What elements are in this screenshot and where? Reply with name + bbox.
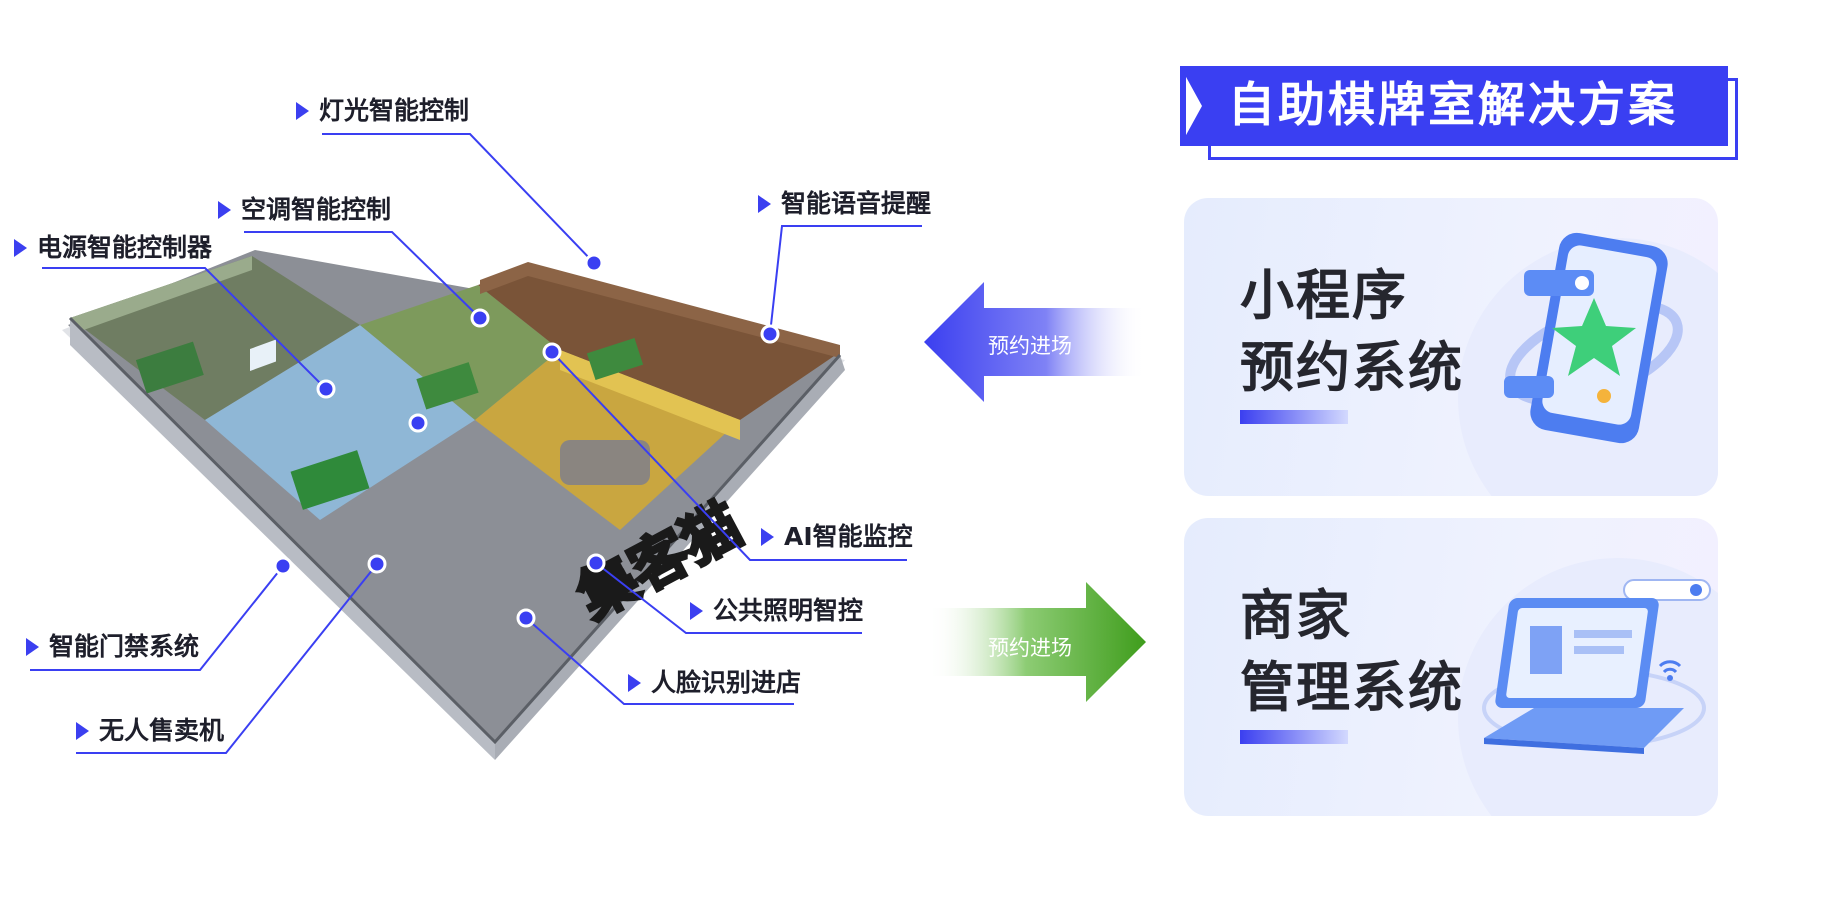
line-power: [42, 267, 327, 390]
arrow-left-label: 预约进场: [988, 334, 1072, 358]
table-green-1: [290, 450, 370, 510]
marker-ai: [542, 342, 562, 362]
room-brown-wall: [480, 262, 840, 358]
room-left-wall: [70, 256, 252, 332]
table-green-3: [416, 362, 479, 410]
table-green-2: [135, 341, 204, 394]
line-ac: [244, 231, 481, 319]
glass-front-right: [495, 355, 845, 760]
pointer-icon: [26, 638, 39, 656]
pointer-icon: [218, 201, 231, 219]
pointer-icon: [690, 602, 703, 620]
title-banner: 自助棋牌室解决方案: [1180, 66, 1740, 162]
callout-lighting: 灯光智能控制: [296, 98, 469, 123]
callout-public-light: 公共照明智控: [690, 598, 863, 623]
marker-extra: [408, 413, 428, 433]
pointer-icon: [758, 195, 771, 213]
phone-icon: [1504, 232, 1683, 444]
card-merchant-title: 商家 管理系统: [1240, 584, 1464, 719]
page-title: 自助棋牌室解决方案: [1228, 78, 1678, 133]
line-face: [525, 617, 794, 705]
line-vending: [76, 563, 378, 754]
line-lighting: [322, 133, 595, 264]
marker-ac: [470, 308, 490, 328]
callout-face: 人脸识别进店: [628, 670, 801, 695]
line-ai: [551, 351, 907, 561]
markers: [273, 253, 780, 628]
line-door: [30, 565, 284, 671]
arrow-left: [924, 282, 1146, 402]
arrow-right-label: 预约进场: [988, 636, 1072, 660]
callout-ac: 空调智能控制: [218, 197, 391, 222]
line-public-light: [595, 562, 862, 634]
marker-door: [273, 556, 293, 576]
table-green-4: [586, 337, 644, 381]
callout-voice: 智能语音提醒: [758, 191, 931, 216]
room-brown: [478, 268, 840, 420]
room-green: [360, 285, 560, 420]
card-accent-bar: [1240, 730, 1348, 744]
callout-power: 电源智能控制器: [14, 235, 212, 260]
marker-face: [516, 608, 536, 628]
sofa: [560, 440, 650, 485]
marker-vending: [367, 554, 387, 574]
callout-ai: AI智能监控: [761, 524, 913, 549]
title-bar: [1180, 66, 1728, 146]
glass-front-left: [70, 318, 495, 760]
pointer-icon: [761, 528, 774, 546]
laptop-icon: [1482, 579, 1711, 754]
pointer-icon: [14, 239, 27, 257]
marker-lighting: [584, 253, 604, 273]
card-accent-bar: [1240, 410, 1348, 424]
marker-public-light: [586, 553, 606, 573]
card-mini-program-title: 小程序 预约系统: [1240, 264, 1464, 399]
connector-lines: [30, 133, 922, 754]
callout-door: 智能门禁系统: [26, 634, 199, 659]
card-merchant: 商家 管理系统: [1184, 518, 1718, 816]
marker-power: [316, 379, 336, 399]
pointer-icon: [628, 674, 641, 692]
pointer-icon: [76, 722, 89, 740]
pointer-icon: [296, 102, 309, 120]
arrow-right: [928, 582, 1146, 702]
card-mini-program: 小程序 预约系统: [1184, 198, 1718, 496]
room-blue: [205, 325, 475, 520]
marker-voice: [760, 324, 780, 344]
line-voice: [769, 225, 922, 335]
callout-vending: 无人售卖机: [76, 718, 224, 743]
title-notch: [1180, 66, 1186, 146]
